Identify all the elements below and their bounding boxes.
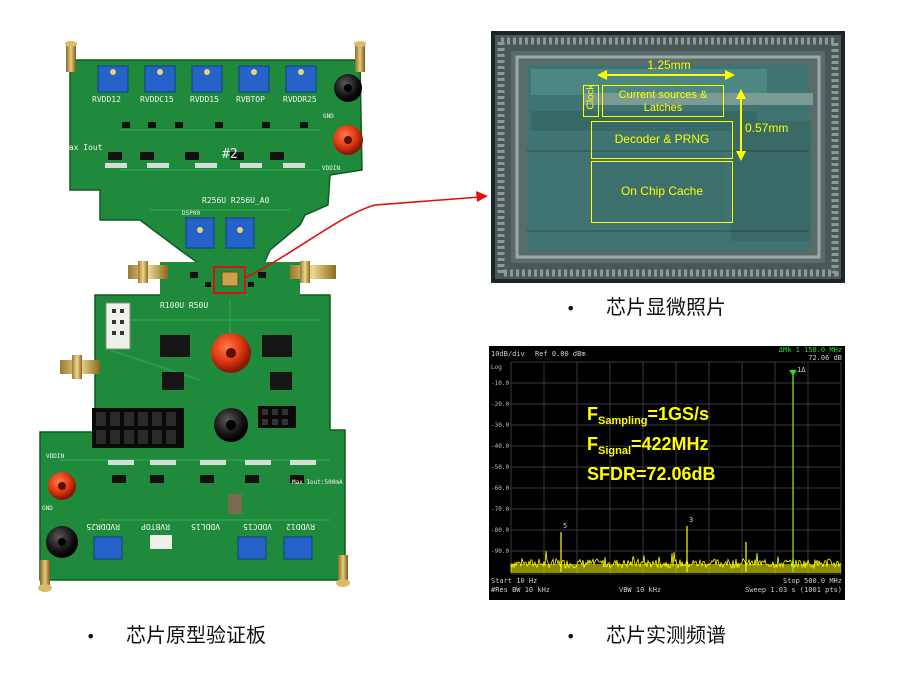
- spectrum-trace: [510, 550, 842, 573]
- current-sources-label-1: Current sources &: [618, 89, 708, 101]
- dsp-label: DSP00: [182, 210, 200, 217]
- clock-label: Clock: [585, 84, 597, 110]
- stop-freq: Stop 500.0 MHz: [782, 577, 842, 585]
- y-tick-7: -70.0: [491, 506, 510, 513]
- caption-spectrum: •芯片实测频谱: [566, 623, 726, 647]
- chip-highlight-frame: [213, 266, 246, 294]
- bottom-pot-label-4: VDDC15: [243, 522, 272, 531]
- sfdr-annotation: SFDR=72.06dB: [587, 464, 716, 484]
- current-sources-label-2: Latches: [643, 102, 683, 114]
- gnd-label-bottom: GND: [42, 505, 53, 512]
- caption-board: •芯片原型验证板: [86, 623, 266, 647]
- bottom-pot-label-3: VDDL15: [191, 522, 220, 531]
- start-freq: Start 10 Hz: [491, 577, 538, 585]
- scale-label: 10dB/div: [491, 350, 525, 358]
- gnd-label: GND: [323, 113, 334, 120]
- y-tick-1: -10.0: [491, 380, 510, 387]
- current-sources-block: [602, 85, 724, 117]
- spur-a-label: 5: [563, 522, 568, 530]
- resistor-side-label: R100U R50U: [160, 301, 208, 310]
- ref-level: Ref 0.00 dBm: [535, 350, 586, 358]
- y-tick-5: -50.0: [491, 464, 510, 471]
- marker-flag: 1Δ: [797, 366, 806, 374]
- signal-annotation: FSignal=422MHz: [587, 434, 709, 457]
- rax-iout-label: Rax Iout: [64, 143, 103, 152]
- caption-micrograph: •芯片显微照片: [566, 295, 726, 319]
- vddin-label: VDDIN: [322, 165, 340, 172]
- resistor-labels: R256U R256U_A0: [202, 196, 270, 205]
- bottom-pot-label-1: RVDDR25: [86, 522, 120, 531]
- pointer-arrow: [244, 196, 481, 279]
- prototype-board-photo: RVDD12 RVDDC15 RVDD15 RVBTOP RVDDR25 Rax…: [38, 41, 488, 592]
- decoder-block: [591, 121, 733, 159]
- marker-readout-db: 72.06 dB: [808, 354, 842, 362]
- spectrum-screenshot: 10dB/div Ref 0.00 dBm ΔMk 1 158.0 MHz 72…: [489, 346, 845, 600]
- bottom-pot-label-2: RVBTOP: [141, 522, 170, 531]
- y-tick-3: -30.0: [491, 422, 510, 429]
- y-tick-9: -90.0: [491, 548, 510, 555]
- marker-readout: ΔMk 1 158.0 MHz: [778, 346, 842, 354]
- y-tick-0: Log: [491, 364, 502, 371]
- noise-band: [511, 564, 841, 573]
- decoder-label: Decoder & PRNG: [614, 132, 710, 146]
- y-tick-4: -40.0: [491, 443, 510, 450]
- cache-label: On Chip Cache: [620, 184, 704, 198]
- y-tick-6: -60.0: [491, 485, 510, 492]
- pot-label-5: RVDDR25: [283, 95, 317, 104]
- pot-label-1: RVDD12: [92, 95, 121, 104]
- cache-block: [591, 161, 733, 223]
- height-dimension: 0.57mm: [745, 121, 789, 135]
- pot-label-3: RVDD15: [190, 95, 219, 104]
- chip-micrograph: 1.25mm 0.57mm Clock Current sources & La…: [491, 31, 845, 283]
- bottom-pot-label-5: RVDD12: [286, 522, 315, 531]
- marker-diamond: [789, 370, 797, 376]
- y-tick-8: -80.0: [491, 527, 510, 534]
- vbw: VBW 10 kHz: [619, 586, 662, 594]
- pot-label-2: RVDDC15: [140, 95, 174, 104]
- y-tick-2: -20.0: [491, 401, 510, 408]
- vddin-label-bottom: VDDIN: [46, 453, 64, 460]
- board-number: #2: [222, 147, 238, 162]
- max-iout-label: Max Iout:500mA: [292, 479, 343, 486]
- clock-block: [583, 85, 599, 117]
- pot-label-4: RVBTOP: [236, 95, 265, 104]
- spur-b-label: 3: [689, 516, 694, 524]
- sweep: Sweep 1.03 s (1001 pts): [745, 586, 842, 594]
- sampling-annotation: FSampling=1GS/s: [587, 404, 710, 427]
- res-bw: #Res BW 10 kHz: [491, 586, 551, 594]
- width-dimension: 1.25mm: [647, 58, 691, 72]
